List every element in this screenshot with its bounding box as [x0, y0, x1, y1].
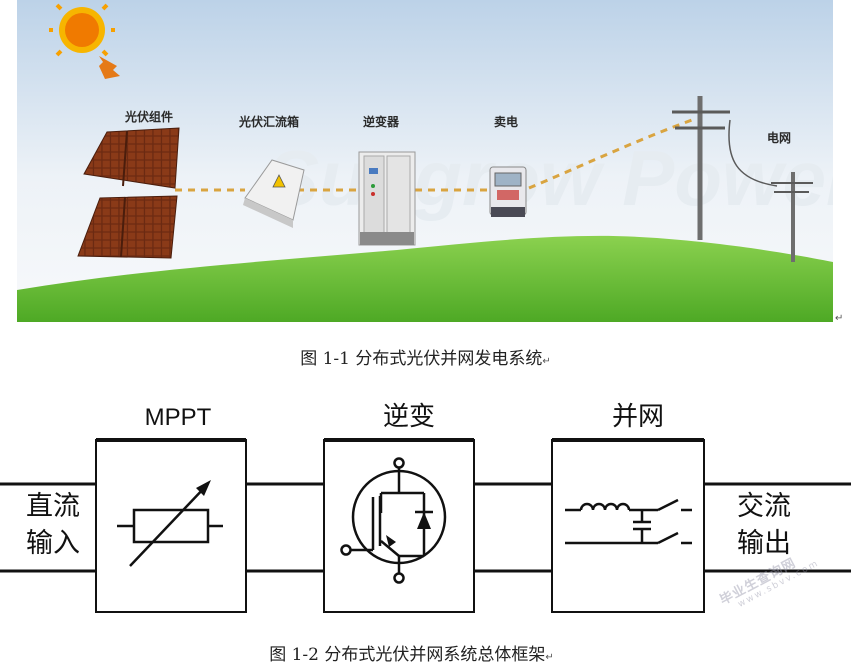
return-mark: ↵	[835, 313, 844, 324]
return-mark: ↵	[545, 652, 554, 663]
caption-2-text: 图 1-2 分布式光伏并网系统总体框架	[269, 645, 546, 665]
pv-module-array	[77, 127, 180, 259]
inverter-cabinet-icon	[358, 151, 416, 246]
system-block-diagram: MPPT 逆变 并网 直流 输入 交流 输出	[0, 402, 851, 613]
ac-output-label-line1: 交流	[737, 491, 791, 522]
dc-input-label-line2: 输入	[26, 528, 80, 559]
mppt-title: MPPT	[145, 404, 212, 431]
label-grid: 电网	[767, 130, 791, 145]
variable-resistor-icon	[117, 480, 223, 567]
background-watermark: Sungrow Power	[267, 134, 833, 222]
grass-hill	[17, 235, 833, 322]
grid-tie-title: 并网	[612, 402, 664, 432]
ac-output-label-line2: 输出	[737, 528, 791, 559]
sun-icon	[49, 3, 120, 79]
figure-2-caption: 图 1-2 分布式光伏并网系统总体框架↵	[0, 640, 837, 665]
electric-meter-icon	[489, 166, 527, 217]
igbt-icon	[340, 457, 447, 584]
filter-switch-icon	[565, 498, 692, 545]
utility-pole-icon	[672, 96, 813, 262]
label-meter: 卖电	[494, 114, 518, 129]
return-mark: ↵	[542, 356, 551, 367]
label-pv-module: 光伏组件	[124, 109, 173, 124]
grid-tie-block	[551, 439, 705, 613]
combiner-box-icon	[243, 159, 305, 228]
dc-input-label-line1: 直流	[26, 491, 80, 522]
label-combiner-box: 光伏汇流箱	[238, 114, 299, 129]
pv-system-illustration: Sungrow Power	[17, 0, 833, 322]
label-inverter: 逆变器	[363, 114, 400, 129]
caption-1-text: 图 1-1 分布式光伏并网发电系统	[300, 349, 543, 369]
figure-1-caption: 图 1-1 分布式光伏并网发电系统↵	[0, 344, 851, 369]
inverter-title: 逆变	[383, 402, 435, 432]
